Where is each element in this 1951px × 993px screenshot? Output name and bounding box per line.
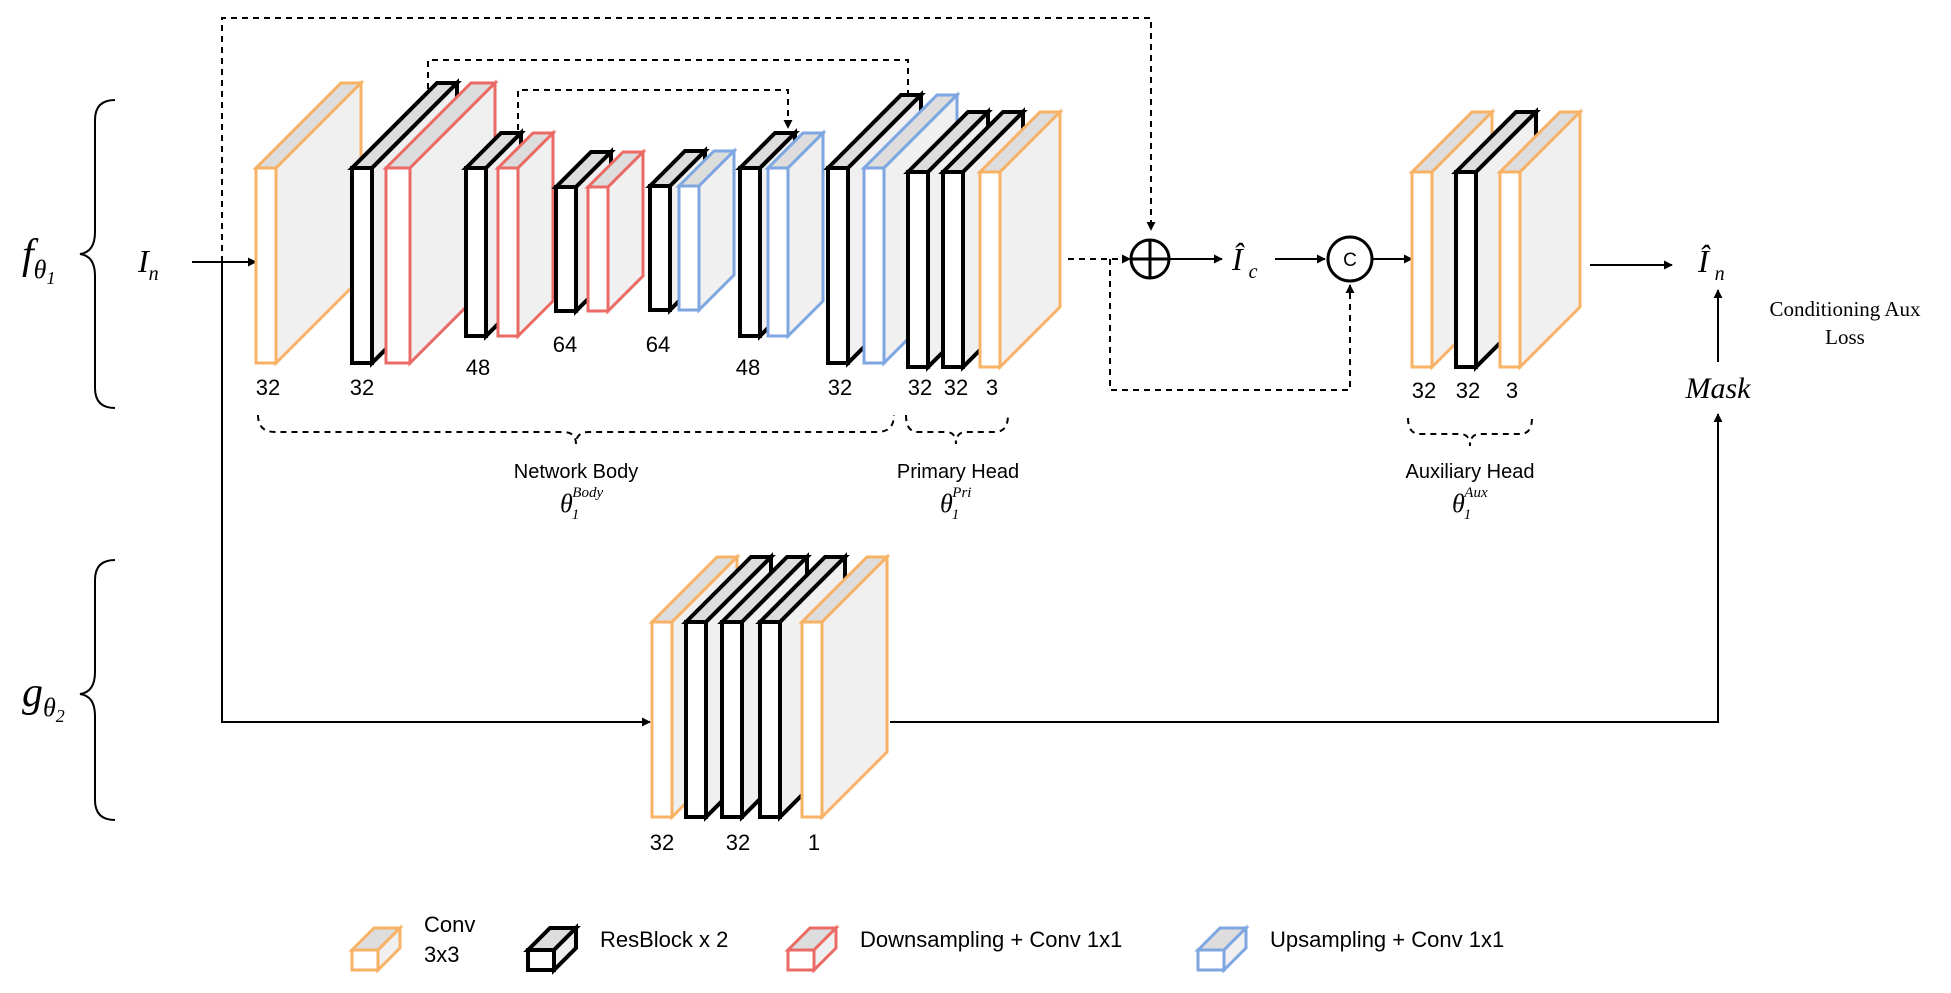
primary-head-bracket xyxy=(905,414,1009,445)
legend-upsampling-icon xyxy=(1194,924,1250,974)
skip-connection-48 xyxy=(517,89,793,130)
downsampling-block xyxy=(494,129,557,340)
conv-block xyxy=(252,79,365,367)
conv-block xyxy=(976,108,1064,371)
channel-label: 32 xyxy=(256,375,280,400)
legend-conv-label-line2: 3x3 xyxy=(424,942,459,967)
g-to-mask-line xyxy=(890,413,1723,723)
channel-label: 32 xyxy=(908,375,932,400)
legend-resblock-label: ResBlock x 2 xyxy=(600,927,728,952)
channel-label: 64 xyxy=(553,332,577,357)
concat-label: C xyxy=(1343,250,1357,271)
channel-label: 3 xyxy=(986,375,998,400)
channel-labels: 32 32 48 64 64 48 32 32 32 3 32 32 3 32 … xyxy=(256,332,1518,855)
legend-downsampling-label: Downsampling + Conv 1x1 xyxy=(860,927,1122,952)
f-branch-label: fθ1 xyxy=(22,232,55,288)
legend-upsampling-label: Upsampling + Conv 1x1 xyxy=(1270,927,1504,952)
g-brace xyxy=(79,559,116,821)
channel-label: 64 xyxy=(646,332,670,357)
channel-label: 48 xyxy=(736,355,760,380)
channel-label: 32 xyxy=(828,375,852,400)
legend-downsampling-icon xyxy=(784,924,840,974)
channel-label: 32 xyxy=(1456,378,1480,403)
channel-label: 32 xyxy=(350,375,374,400)
channel-label: 32 xyxy=(1412,378,1436,403)
conv-block xyxy=(798,553,891,821)
aux-loss-label-line2: Loss xyxy=(1825,325,1865,349)
legend-icons xyxy=(348,923,1250,975)
upsampling-block xyxy=(675,147,738,314)
add-node xyxy=(1129,238,1171,280)
network-body-bracket xyxy=(257,414,895,445)
primary-head-theta: θ1Pri xyxy=(940,485,971,523)
auxiliary-head-theta: θ1Aux xyxy=(1452,485,1488,523)
legend-conv-label-line1: Conv xyxy=(424,912,475,937)
channel-label: 1 xyxy=(808,830,820,855)
layer-blocks xyxy=(252,78,1584,822)
skip-connection-32 xyxy=(427,59,913,105)
channel-label: 32 xyxy=(944,375,968,400)
downsampling-block xyxy=(584,148,647,315)
global-skip-connection xyxy=(221,17,1156,262)
legend-resblock-icon xyxy=(523,923,581,975)
upsampling-block xyxy=(764,129,827,340)
concat-node: C xyxy=(1326,235,1374,283)
auxiliary-head-label: Auxiliary Head xyxy=(1406,461,1535,483)
network-body-label: Network Body xyxy=(514,461,639,483)
conv-block xyxy=(1496,108,1584,371)
auxiliary-head-bracket xyxy=(1407,417,1533,447)
channel-label: 3 xyxy=(1506,378,1518,403)
g-branch-label: gθ2 xyxy=(22,670,65,726)
network-body-theta: θ1Body xyxy=(560,485,603,523)
primary-to-concat-line xyxy=(1109,259,1355,391)
input-label: In xyxy=(137,243,159,285)
channel-label: 48 xyxy=(466,355,490,380)
aux-loss-label-line1: Conditioning Aux xyxy=(1769,297,1921,321)
primary-head-label: Primary Head xyxy=(897,461,1019,483)
mask-label: Mask xyxy=(1685,372,1752,405)
f-brace xyxy=(79,99,116,409)
channel-label: 32 xyxy=(726,830,750,855)
channel-label: 32 xyxy=(650,830,674,855)
legend-conv-icon xyxy=(348,924,404,974)
input-to-g-line xyxy=(221,262,651,727)
